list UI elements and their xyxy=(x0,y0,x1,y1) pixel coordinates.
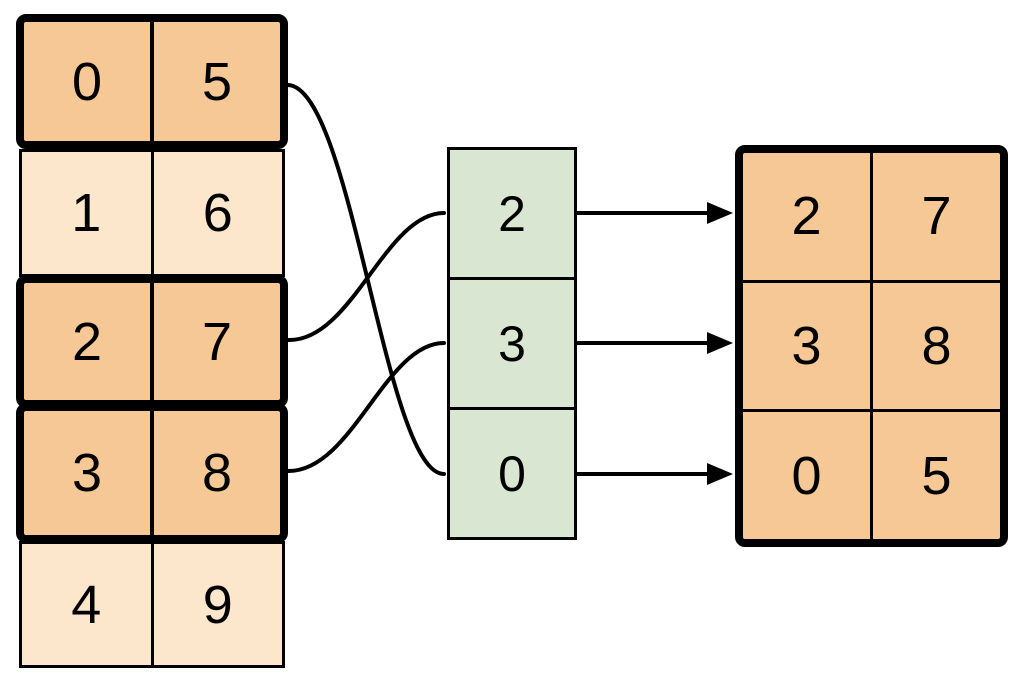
source-row-2-highlighted: 2 7 xyxy=(16,275,288,408)
source-row-1: 1 6 xyxy=(19,149,285,277)
arrow-index-cell0-to-right-row0 xyxy=(577,202,733,224)
source-cell: 1 xyxy=(71,183,102,243)
result-row-1: 3 8 xyxy=(743,279,1000,410)
result-table: 2 7 3 8 0 5 xyxy=(735,145,1008,547)
source-cell: 6 xyxy=(150,152,283,274)
arrow-index-cell1-to-right-row1 xyxy=(577,332,733,354)
source-cell: 2 xyxy=(71,311,103,372)
result-cell: 3 xyxy=(791,316,822,376)
source-cell: 5 xyxy=(150,22,280,141)
result-cell: 0 xyxy=(791,445,822,506)
result-cell: 2 xyxy=(791,186,822,247)
source-cell: 4 xyxy=(71,574,102,635)
source-row-3-highlighted: 3 8 xyxy=(16,403,288,543)
arrowhead-icon xyxy=(707,332,733,354)
index-cell: 3 xyxy=(450,277,574,407)
source-cell: 0 xyxy=(71,51,103,112)
result-row-0: 2 7 xyxy=(743,153,1000,280)
result-row-2: 0 5 xyxy=(743,409,1000,540)
arrowhead-icon xyxy=(707,463,733,485)
curve-left-row2-to-index-cell0 xyxy=(286,211,446,343)
result-cell: 7 xyxy=(870,153,1000,280)
source-row-0-highlighted: 0 5 xyxy=(16,14,288,149)
arrowhead-icon xyxy=(707,202,733,224)
index-cell: 0 xyxy=(450,407,574,537)
source-cell: 7 xyxy=(150,283,280,400)
index-cell: 2 xyxy=(498,185,526,242)
source-cell: 9 xyxy=(150,544,283,665)
curve-left-row0-to-index-cell2 xyxy=(286,83,446,476)
source-cell: 8 xyxy=(150,411,280,535)
result-cell: 5 xyxy=(870,412,1000,540)
arrow-index-cell2-to-right-row2 xyxy=(577,463,733,485)
curve-left-row3-to-index-cell1 xyxy=(286,341,446,474)
source-row-4: 4 9 xyxy=(19,541,285,668)
result-cell: 8 xyxy=(870,282,1000,410)
index-column: 2 3 0 xyxy=(447,147,577,540)
source-cell: 3 xyxy=(71,443,103,503)
